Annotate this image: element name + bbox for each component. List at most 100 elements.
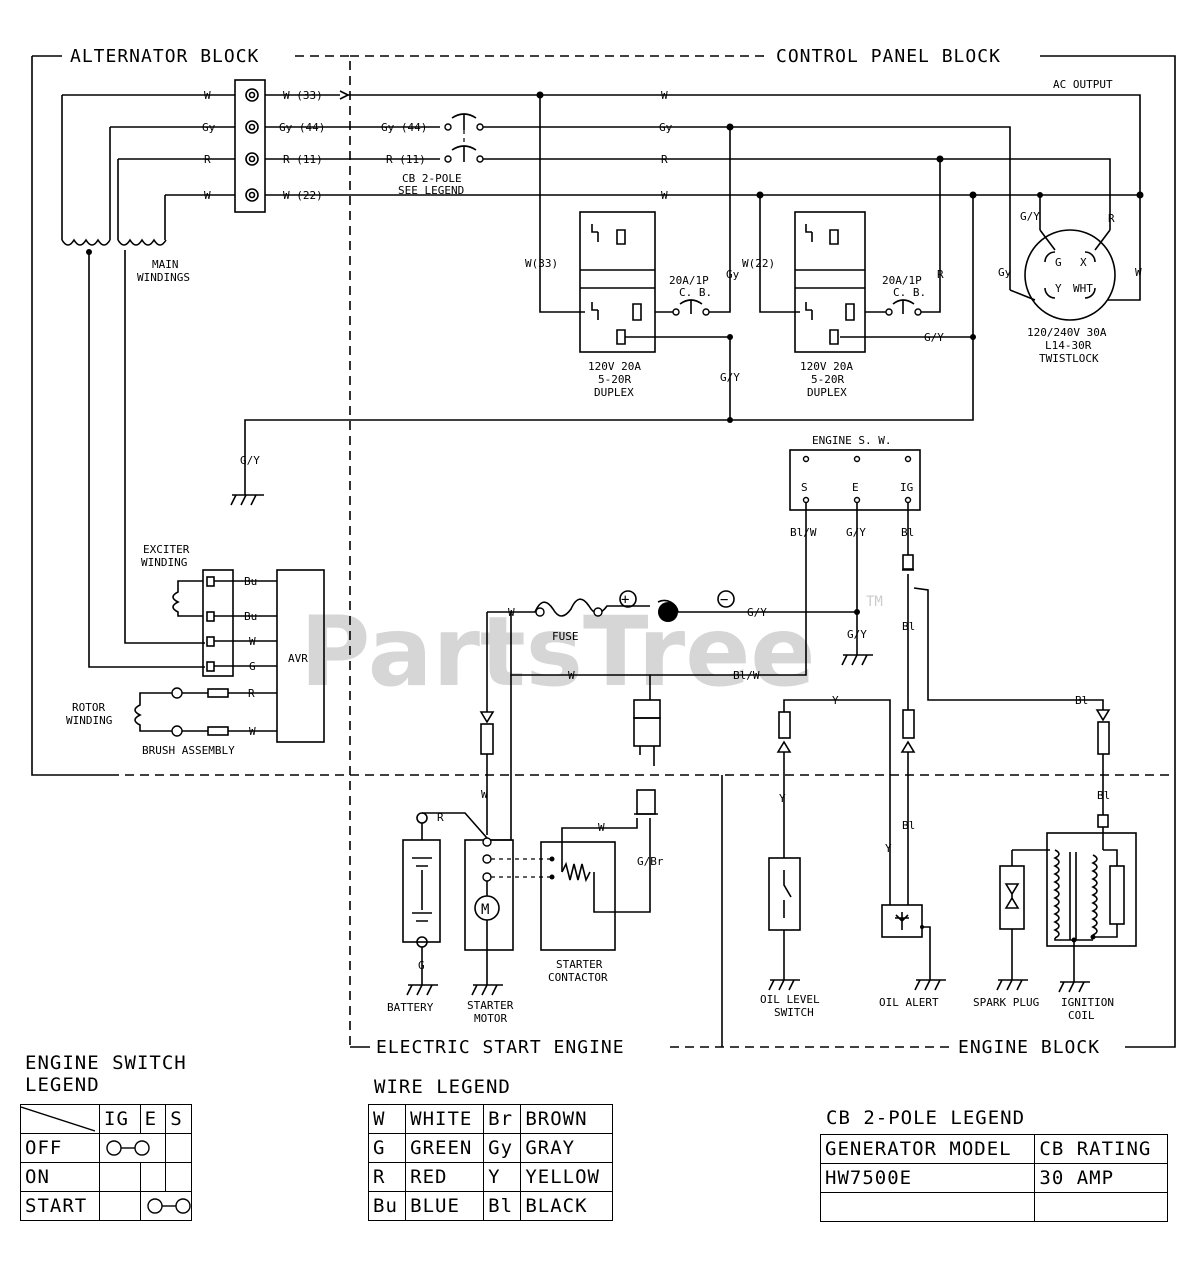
wire-label-w: W (568, 669, 575, 682)
battery (402, 812, 441, 996)
battery-terminal (619, 590, 735, 622)
twistlock-label-1: 120/240V 30A (1027, 326, 1107, 339)
wire-label-gy: Gy (998, 266, 1012, 279)
exciter-label-1: EXCITER (143, 543, 190, 556)
wire-label-gbr: G/Br (637, 855, 664, 868)
electric-start-engine-title: ELECTRIC START ENGINE (376, 1037, 625, 1058)
engine-switch-term-ig: IG (900, 481, 913, 494)
wire-label-gy-ground: G/Y (1020, 210, 1040, 223)
cb-legend-rating (1034, 1192, 1168, 1222)
wire-color: BLACK (520, 1191, 613, 1221)
cb-legend-model: HW7500E (819, 1163, 1036, 1193)
cb-legend-title: CB 2-POLE LEGEND (826, 1107, 1026, 1129)
wire-code: W (367, 1104, 407, 1134)
table-row (819, 1192, 1168, 1222)
wire-label-r: R (248, 687, 255, 700)
wire-code: R (367, 1162, 407, 1192)
fuse-label: FUSE (552, 630, 579, 643)
wire-label-gy44: Gy (44) (381, 121, 427, 134)
wire-code: Bl (483, 1191, 522, 1221)
wire-color: GRAY (520, 1133, 613, 1163)
ground-symbol (841, 654, 873, 666)
starter-contactor-label-2: CONTACTOR (548, 971, 608, 984)
cb-legend-header-model: GENERATOR MODEL (819, 1134, 1036, 1164)
oil-alert (881, 700, 946, 991)
exciter-connector (202, 569, 277, 677)
wire-label-bl: Bl (902, 620, 915, 633)
engine-switch-legend-title-line-2: LEGEND (25, 1074, 100, 1096)
legend-header-e: E (139, 1104, 167, 1134)
wire-label-w22: W (22) (283, 189, 323, 202)
legend-row-start: START (20, 1191, 100, 1221)
wire-label-w33: W(33) (525, 257, 558, 270)
connector-plug (633, 699, 661, 766)
main-windings-label-1: MAIN (152, 258, 179, 271)
ignition-coil-label-2: COIL (1068, 1009, 1095, 1022)
wire-label-g: G (249, 660, 256, 673)
starter-motor-label-2: MOTOR (474, 1012, 507, 1025)
wire-label-w: W (661, 89, 668, 102)
fuse (487, 598, 650, 617)
legend-row-on: ON (20, 1162, 100, 1192)
wire-label-y: Y (885, 842, 892, 855)
contact-symbol-icon (106, 1140, 150, 1156)
wire-label-r: R (204, 153, 211, 166)
engine-switch: S E IG (789, 449, 921, 511)
cb-2-pole-label-2: SEE LEGEND (398, 184, 464, 197)
cb-legend-model (819, 1192, 1036, 1222)
oil-level-label-2: SWITCH (774, 1006, 814, 1019)
oil-level-switch (768, 711, 801, 991)
main-windings-label-2: WINDINGS (137, 271, 190, 284)
wire-color: YELLOW (520, 1162, 613, 1192)
ac-output-label: AC OUTPUT (1053, 78, 1113, 91)
engine-switch-legend: IG E S OFF ON START (20, 1104, 193, 1221)
legend-empty-cell (99, 1162, 141, 1192)
watermark-tm: TM (866, 594, 883, 610)
wire-label-w: W (204, 89, 211, 102)
main-windings (61, 95, 205, 668)
legend-diagonal-cell (20, 1104, 100, 1134)
block-borders (31, 55, 1176, 1048)
twistlock-term-x: X (1080, 256, 1087, 269)
twistlock-term-wht: WHT (1073, 282, 1093, 295)
legend-empty-cell (165, 1133, 192, 1163)
wire-label-r: R (661, 153, 668, 166)
positive-label: + (621, 592, 629, 608)
wire-legend-title: WIRE LEGEND (374, 1076, 511, 1098)
engine-switch-term-e: E (852, 481, 859, 494)
wire-color: BROWN (520, 1104, 613, 1134)
legend-header-s: S (165, 1104, 192, 1134)
twistlock-receptacle: G X Y WHT (1009, 192, 1141, 321)
wire-label-bu: Bu (244, 610, 257, 623)
wire-label-w22: W(22) (742, 257, 775, 270)
ignition-coil-label-1: IGNITION (1061, 996, 1114, 1009)
legend-off-contacts (98, 1133, 167, 1163)
rotor-label-1: ROTOR (72, 701, 105, 714)
wire-label-gy: G/Y (846, 526, 866, 539)
wire-label-r: R (437, 811, 444, 824)
wire-label-bl: Bl (902, 819, 915, 832)
wire-label-gy-ground: G/Y (240, 454, 260, 467)
table-row: ON (20, 1162, 192, 1192)
wire-label-w: W (1135, 266, 1142, 279)
wire-label-gy: Gy (726, 268, 740, 281)
wire-code: Gy (483, 1133, 522, 1163)
wire-label-gy: G/Y (847, 628, 867, 641)
avr-box: AVR (276, 569, 325, 743)
ground-symbol (230, 494, 264, 506)
table-row: START (20, 1191, 193, 1221)
duplex1-label-3: DUPLEX (594, 386, 634, 399)
wire-code: Br (483, 1104, 522, 1134)
contact-symbol-icon (146, 1198, 191, 1214)
duplex-receptacle-1 (579, 211, 656, 353)
wire-label-bl: Bl (1097, 789, 1110, 802)
cb-2-pole: Gy (44) R (11) (381, 113, 1111, 290)
wire-label-bl: Bl (1075, 694, 1088, 707)
wire-label-bu: Bu (244, 575, 257, 588)
table-row: IG E S (20, 1104, 192, 1134)
